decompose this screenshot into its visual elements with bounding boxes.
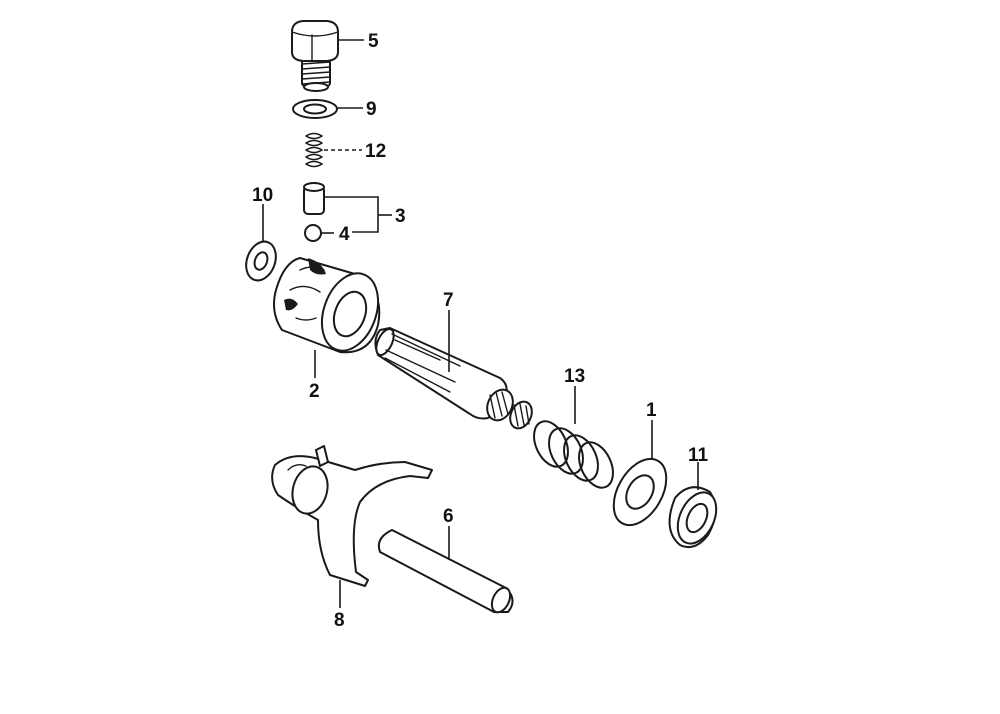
part-5-plug-bolt (291, 20, 339, 92)
label-2: 2 (309, 381, 320, 402)
label-6: 6 (443, 506, 454, 527)
part-2-shift-drum (273, 257, 381, 354)
leader-lines (262, 39, 699, 608)
part-8-shift-fork (271, 445, 433, 587)
label-13: 13 (564, 366, 585, 387)
label-5: 5 (368, 31, 379, 52)
part-13-coil-spring (533, 420, 614, 489)
part-11-bearing (668, 486, 718, 548)
label-4: 4 (339, 224, 350, 245)
part-7-shaft (374, 327, 533, 430)
label-7: 7 (443, 290, 454, 311)
label-9: 9 (366, 99, 377, 120)
part-3-plunger (303, 182, 325, 215)
label-11: 11 (688, 445, 709, 466)
part-10-washer (245, 240, 277, 282)
label-8: 8 (334, 610, 345, 631)
part-6-rod (377, 529, 514, 614)
part-4-ball (304, 224, 322, 242)
label-10: 10 (252, 185, 273, 206)
part-12-spring (305, 132, 323, 168)
label-1: 1 (646, 400, 657, 421)
label-3: 3 (395, 206, 406, 227)
part-1-washer (612, 457, 668, 527)
label-12: 12 (365, 141, 386, 162)
callout-labels: 5 9 12 10 3 4 7 2 13 1 11 6 8 (252, 31, 709, 631)
part-9-washer (292, 99, 338, 119)
